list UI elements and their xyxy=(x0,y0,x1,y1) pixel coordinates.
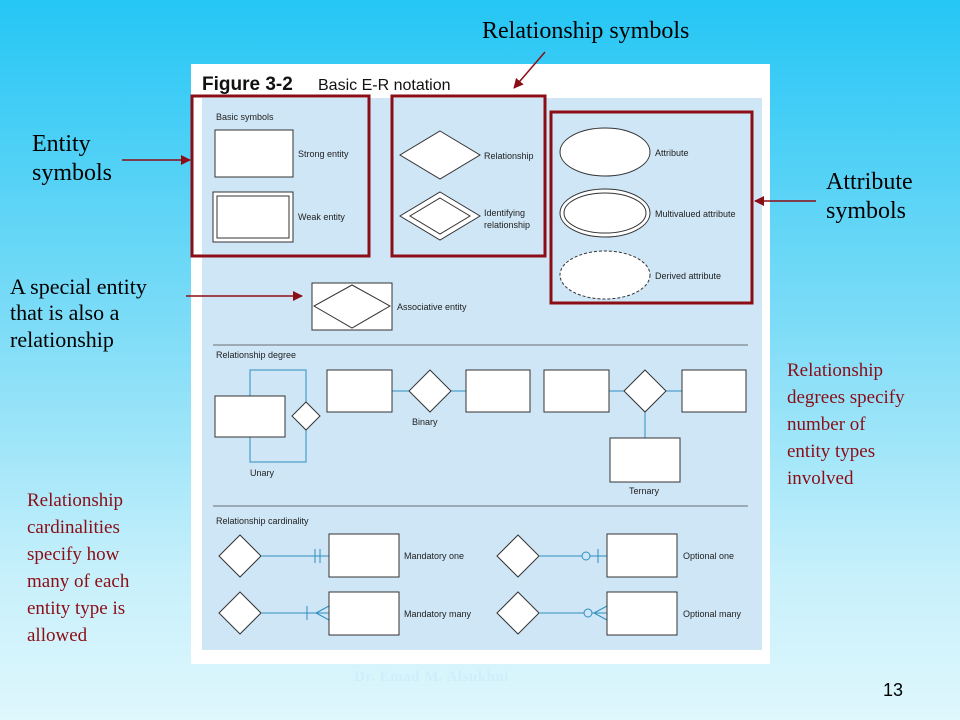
mandatory-one-relationship xyxy=(218,534,262,578)
multivalued-attribute-symbol xyxy=(559,188,651,238)
unary-relationship xyxy=(291,401,321,431)
derived-attribute-symbol xyxy=(559,250,651,300)
relationship-degree-label: Relationship degree xyxy=(216,350,296,360)
relationship-label: Relationship xyxy=(484,151,534,161)
page-number: 13 xyxy=(883,680,904,700)
relationship-symbols-arrow xyxy=(513,51,546,89)
entity-symbols-callout: Entity symbols xyxy=(32,130,112,188)
weak-entity-label: Weak entity xyxy=(298,212,345,222)
optional-one-entity xyxy=(606,533,678,578)
identifying-relationship-label-1: Identifying xyxy=(484,208,525,218)
derived-attribute-label: Derived attribute xyxy=(655,271,721,281)
special-entity-callout: A special entity that is also a relation… xyxy=(10,274,147,353)
optional-one-label: Optional one xyxy=(683,551,734,561)
attribute-symbol xyxy=(559,127,651,177)
cardinalities-note-line-2: cardinalities xyxy=(27,516,120,538)
strong-entity-label: Strong entity xyxy=(298,149,349,159)
degrees-note-line-2: degrees specify xyxy=(787,386,905,408)
figure-number: Figure 3-2 xyxy=(202,74,293,95)
relationship-symbols-highlight xyxy=(390,94,547,258)
identifying-relationship-label-2: relationship xyxy=(484,220,530,230)
relationship-symbols-callout: Relationship symbols xyxy=(482,18,690,44)
ternary-entity-left xyxy=(543,369,610,413)
relationship-symbol xyxy=(399,130,481,180)
cardinalities-note-line-1: Relationship xyxy=(27,490,124,511)
unary-label: Unary xyxy=(250,468,275,478)
binary-entity-left xyxy=(326,369,393,413)
special-entity-callout-line-2: that is also a xyxy=(10,300,120,326)
mandatory-one-label: Mandatory one xyxy=(404,551,464,561)
special-entity-callout-line-1: A special entity xyxy=(10,274,147,299)
cardinalities-note-line-5: entity type is xyxy=(27,597,126,619)
attribute-symbols-callout: Attribute symbols xyxy=(826,168,913,226)
ternary-label: Ternary xyxy=(629,486,660,496)
optional-many-entity xyxy=(606,591,678,636)
optional-many-label: Optional many xyxy=(683,609,742,619)
author-footer: Dr. Emad M. Alsukhni xyxy=(354,669,509,685)
attribute-label: Attribute xyxy=(655,148,689,158)
binary-label: Binary xyxy=(412,417,438,427)
multivalued-attribute-label: Multivalued attribute xyxy=(655,209,736,219)
degrees-note-line-3: number of xyxy=(787,413,866,435)
binary-entity-right xyxy=(465,369,531,413)
cardinalities-note-line-3: specify how xyxy=(27,543,120,565)
special-entity-callout-line-3: relationship xyxy=(10,326,114,352)
optional-one-relationship xyxy=(496,534,540,578)
relationship-cardinality-label: Relationship cardinality xyxy=(216,516,309,526)
degrees-note: Relationship degrees specify number of e… xyxy=(787,358,905,493)
degrees-note-line-4: entity types xyxy=(787,440,876,462)
basic-symbols-label: Basic symbols xyxy=(216,112,274,122)
ternary-entity-bottom xyxy=(609,437,681,483)
identifying-relationship-symbol xyxy=(399,191,481,241)
optional-many-relationship xyxy=(496,591,540,635)
mandatory-many-label: Mandatory many xyxy=(404,609,472,619)
entity-symbols-highlight xyxy=(190,94,371,258)
ternary-entity-right xyxy=(681,369,747,413)
degrees-note-line-1: Relationship xyxy=(787,360,884,381)
ternary-relationship xyxy=(623,369,667,413)
strong-entity-symbol xyxy=(214,129,294,178)
entity-symbols-callout-line-2: symbols xyxy=(32,159,113,186)
entity-symbols-callout-line-1: Entity xyxy=(32,131,91,157)
mandatory-one-entity xyxy=(328,533,400,578)
associative-entity-label: Associative entity xyxy=(397,302,467,312)
attribute-symbols-callout-line-2: symbols xyxy=(826,197,907,224)
degrees-note-line-5: involved xyxy=(787,467,854,489)
attribute-symbols-highlight xyxy=(549,110,754,305)
binary-relationship xyxy=(408,369,452,413)
cardinalities-note: Relationship cardinalities specify how m… xyxy=(27,488,129,650)
cardinalities-note-line-6: allowed xyxy=(27,624,88,646)
weak-entity-symbol xyxy=(212,191,294,243)
mandatory-many-entity xyxy=(328,591,400,636)
mandatory-many-relationship xyxy=(218,591,262,635)
attribute-symbols-callout-line-1: Attribute xyxy=(826,169,913,195)
figure-title: Basic E-R notation xyxy=(318,77,451,94)
cardinalities-note-line-4: many of each xyxy=(27,570,130,592)
unary-entity xyxy=(214,395,286,438)
associative-entity-symbol xyxy=(311,282,393,331)
